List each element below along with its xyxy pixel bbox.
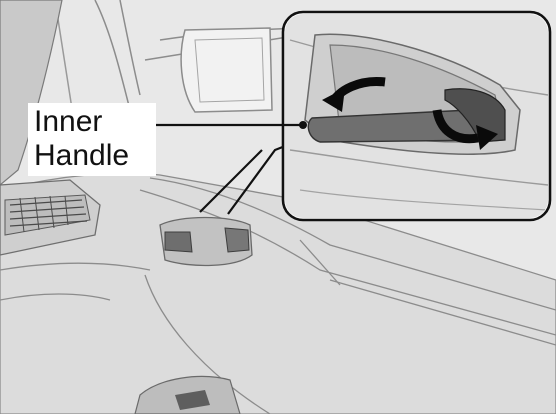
callout-label: Inner Handle <box>28 103 156 176</box>
a-pillar <box>0 0 63 186</box>
lower-switch <box>134 375 241 414</box>
callout-label-line-2: Handle <box>34 139 130 172</box>
mirror-glass <box>194 37 265 103</box>
detail-inset <box>281 10 552 222</box>
inset-pointer-line-2 <box>199 149 263 213</box>
curved-arrow-swing-icon <box>432 109 479 144</box>
callout-label-line-1: Inner <box>34 105 103 138</box>
side-mirror <box>180 27 273 113</box>
inner-handle <box>159 216 253 267</box>
air-vent <box>0 179 101 256</box>
